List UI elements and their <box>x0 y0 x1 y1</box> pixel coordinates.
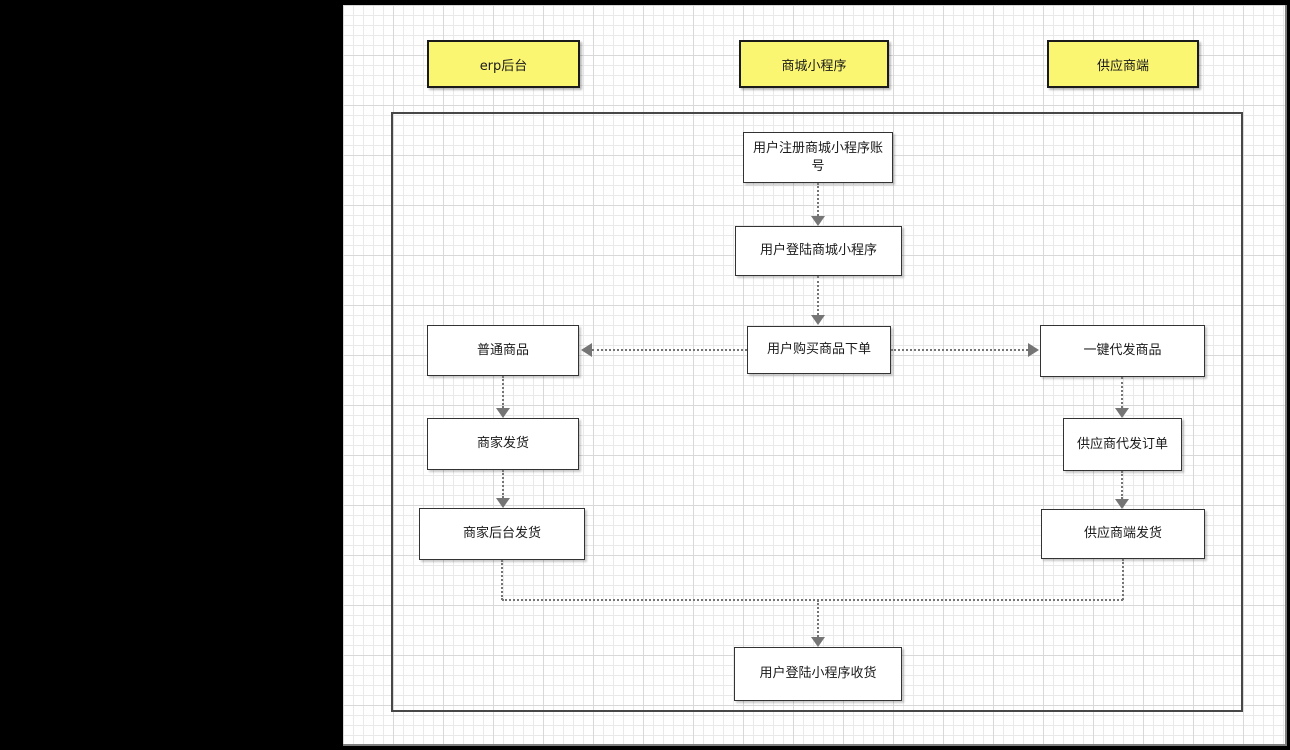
node-login-mini-program-label: 用户登陆商城小程序 <box>759 243 877 259</box>
arrowhead-left-icon <box>581 343 592 357</box>
arrowhead-down-icon <box>811 315 825 325</box>
lane-supplier[interactable]: 供应商端 <box>1047 40 1199 88</box>
node-merchant-ship[interactable]: 商家发货 <box>427 418 579 470</box>
edge-merge-to-receive <box>501 560 503 600</box>
node-register-account-label: 用户注册商城小程序账号 <box>752 140 883 174</box>
edge-purchase-to-dropship <box>891 349 1028 351</box>
arrowhead-down-icon <box>1115 499 1129 509</box>
edge-dropship-to-supplier-order <box>1121 377 1123 408</box>
edge-login-to-purchase <box>817 276 819 315</box>
arrowhead-down-icon <box>811 216 825 226</box>
node-supplier-dropship-order[interactable]: 供应商代发订单 <box>1063 418 1182 471</box>
node-one-click-dropship-goods-label: 一键代发商品 <box>1083 343 1162 359</box>
lane-erp-backend-label: erp后台 <box>479 58 528 74</box>
flow-boundary-rect <box>391 112 1243 712</box>
edge-merchant-ship-to-backend <box>502 470 504 498</box>
node-supplier-dropship-order-label: 供应商代发订单 <box>1076 436 1168 452</box>
node-normal-goods-label: 普通商品 <box>476 342 529 358</box>
arrowhead-down-icon <box>496 408 510 418</box>
edge-purchase-to-normal <box>592 349 747 351</box>
arrowhead-down-icon <box>1115 408 1129 418</box>
edge-register-to-login <box>817 183 819 216</box>
node-normal-goods[interactable]: 普通商品 <box>427 325 579 376</box>
edge-merge-to-receive <box>817 600 819 637</box>
lane-mall-mini-program-label: 商城小程序 <box>781 58 847 74</box>
edge-merge-to-receive <box>502 599 1123 601</box>
node-merchant-backend-ship[interactable]: 商家后台发货 <box>419 508 585 560</box>
node-purchase-order[interactable]: 用户购买商品下单 <box>747 326 891 374</box>
arrowhead-down-icon <box>496 498 510 508</box>
node-supplier-ship[interactable]: 供应商端发货 <box>1041 509 1205 559</box>
node-login-mini-program[interactable]: 用户登陆商城小程序 <box>735 226 902 276</box>
node-supplier-ship-label: 供应商端发货 <box>1083 526 1162 542</box>
node-purchase-order-label: 用户购买商品下单 <box>766 342 871 358</box>
lane-erp-backend[interactable]: erp后台 <box>427 40 580 88</box>
arrowhead-right-icon <box>1028 343 1039 357</box>
edge-normal-to-merchant-ship <box>502 376 504 408</box>
node-login-receive-goods[interactable]: 用户登陆小程序收货 <box>734 647 902 701</box>
lane-supplier-label: 供应商端 <box>1096 58 1149 74</box>
node-register-account[interactable]: 用户注册商城小程序账号 <box>743 132 893 183</box>
arrowhead-down-icon <box>811 637 825 647</box>
edge-merge-to-receive <box>1122 559 1124 600</box>
node-one-click-dropship-goods[interactable]: 一键代发商品 <box>1040 325 1205 377</box>
node-merchant-ship-label: 商家发货 <box>476 436 529 452</box>
lane-mall-mini-program[interactable]: 商城小程序 <box>739 40 889 88</box>
node-merchant-backend-ship-label: 商家后台发货 <box>462 526 541 542</box>
node-login-receive-goods-label: 用户登陆小程序收货 <box>759 666 877 682</box>
edge-supplier-order-to-ship <box>1121 471 1123 499</box>
